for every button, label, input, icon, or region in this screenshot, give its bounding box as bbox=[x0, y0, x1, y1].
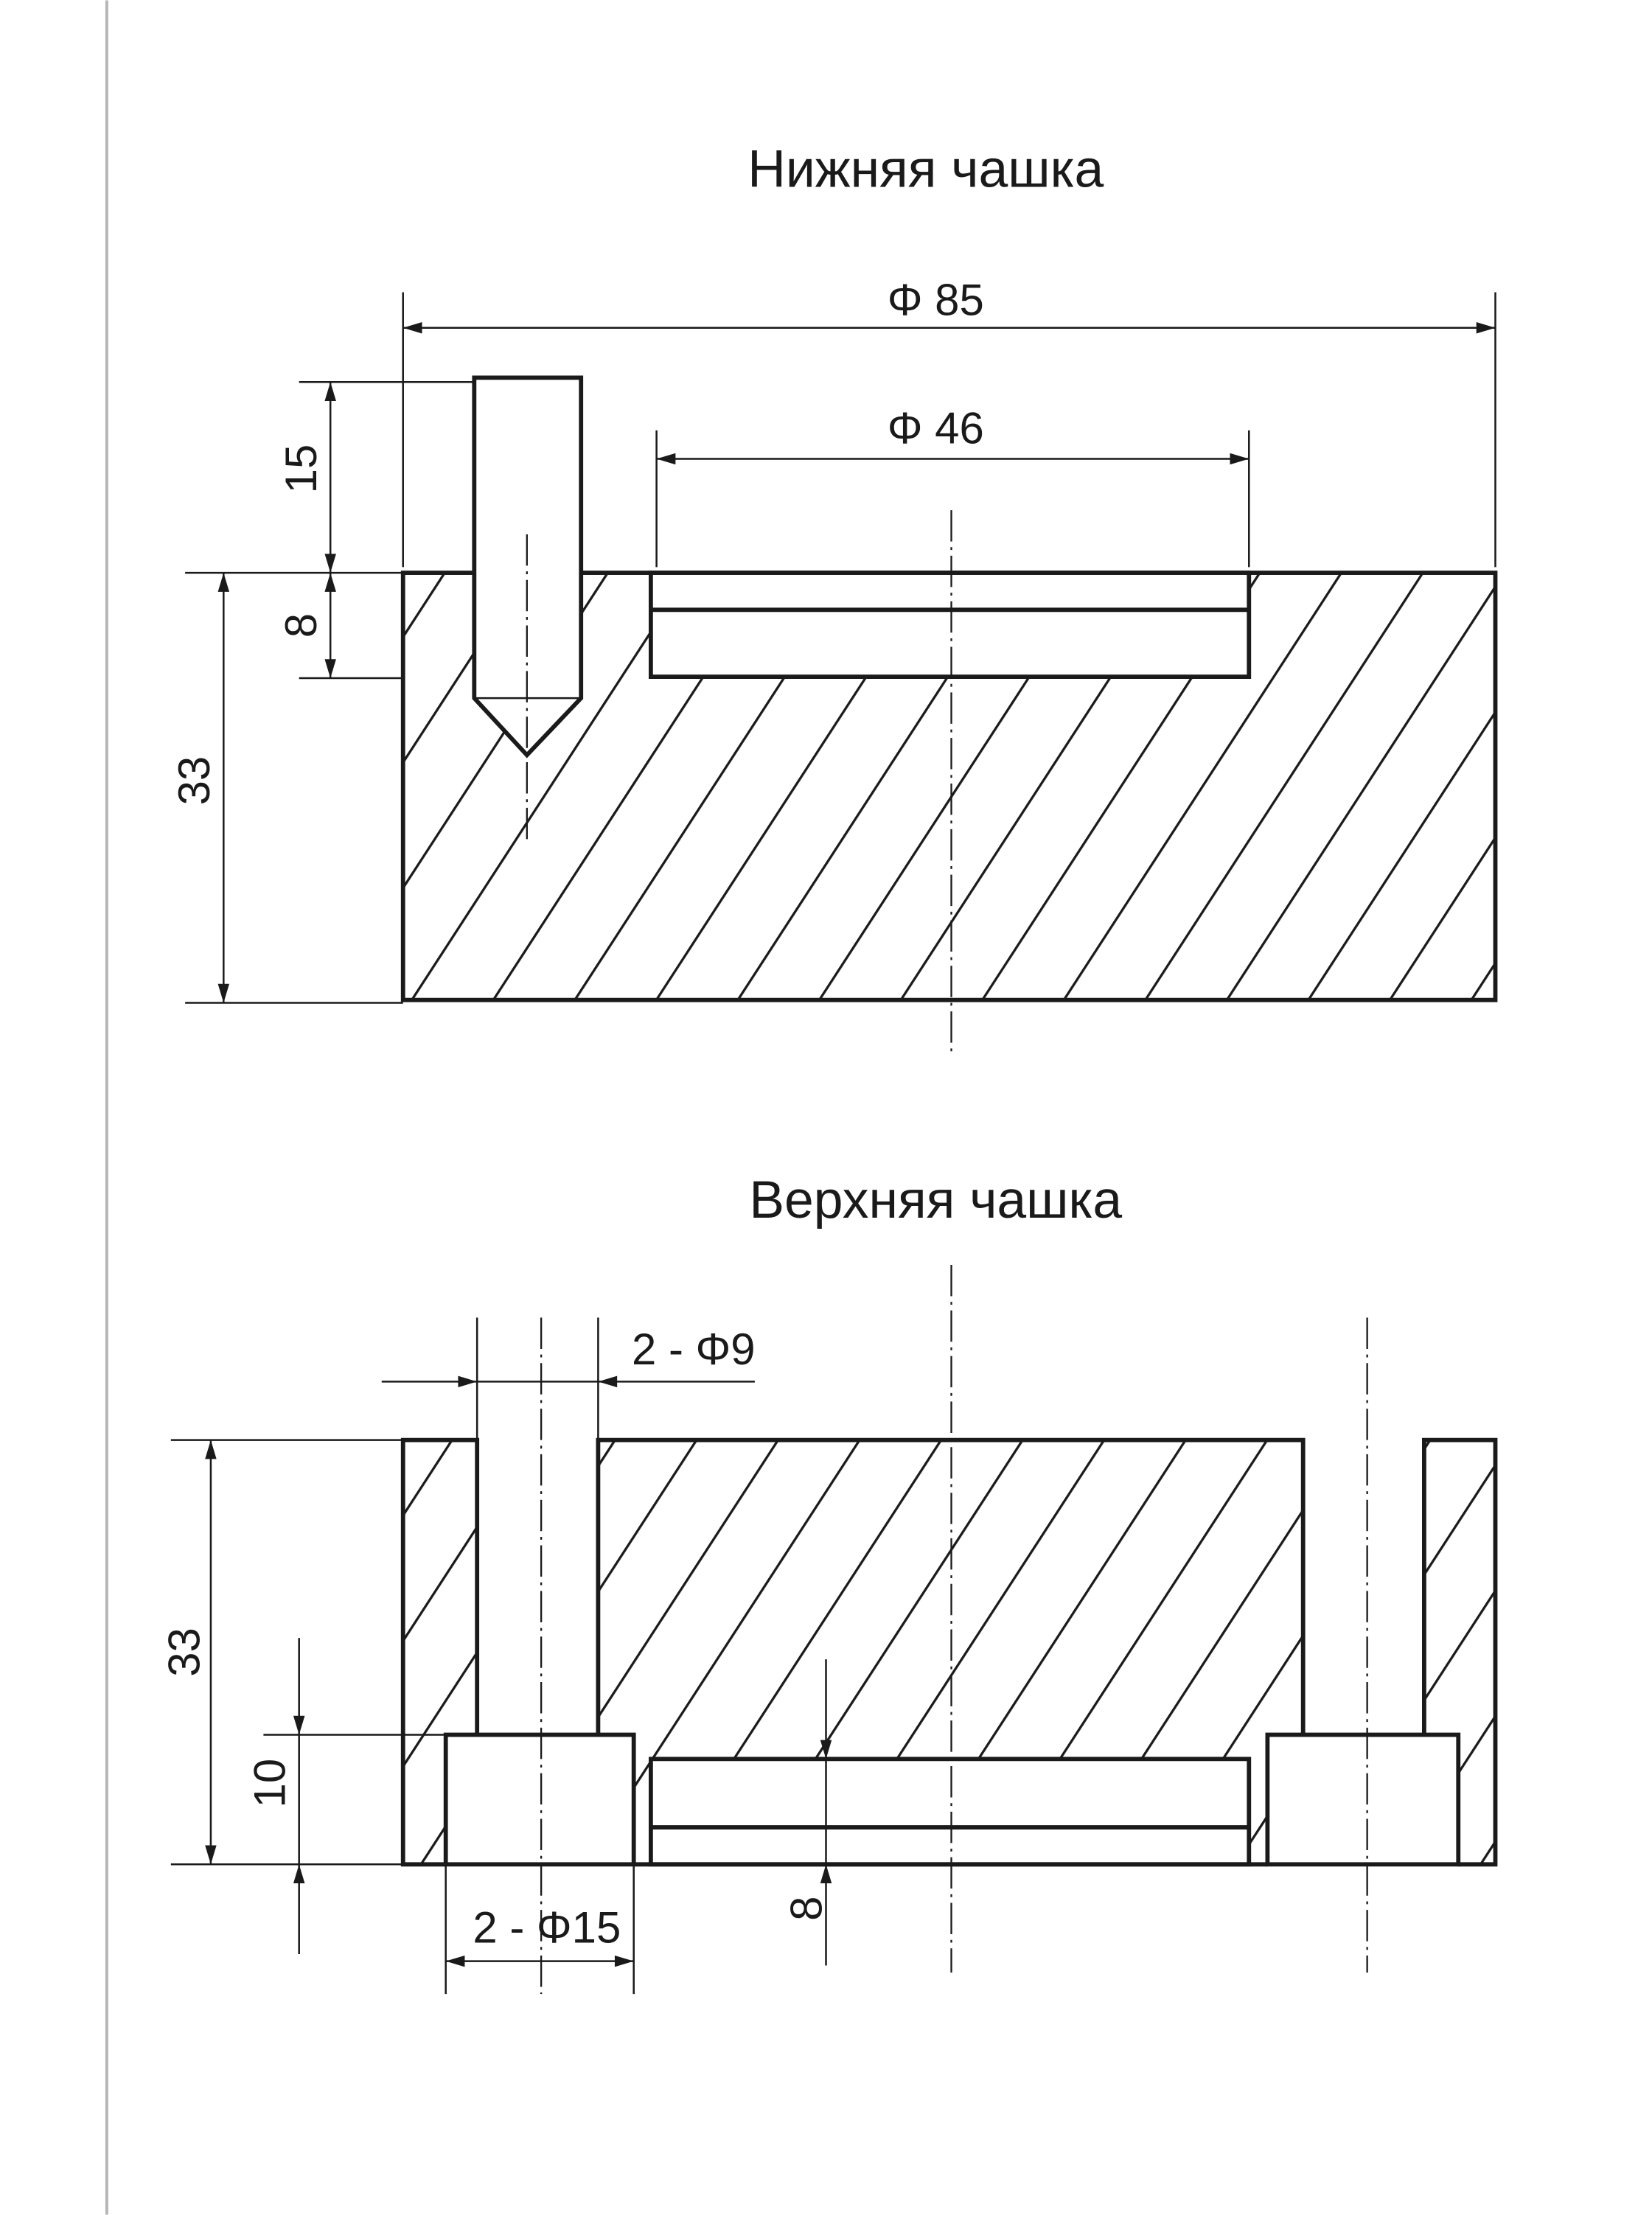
left-counterbore bbox=[443, 1732, 636, 1867]
lower-cup-section-hatch bbox=[402, 573, 1496, 1000]
upper-cup-view: Верхняя чашка 2 - Φ9 33 10 2 - Φ15 bbox=[159, 1171, 1498, 1995]
dim-recess-depth: 8 bbox=[276, 613, 326, 638]
right-counterbore bbox=[1265, 1732, 1461, 1867]
lower-cup-view: Нижняя чашка Φ 85 Φ 46 15 8 33 bbox=[170, 140, 1498, 1052]
dim-outer-diameter: Φ 85 bbox=[888, 275, 984, 324]
upper-cup-recess bbox=[648, 1757, 1252, 1867]
dim-counterbore-depth: 10 bbox=[245, 1759, 294, 1808]
lower-cup-recess bbox=[648, 571, 1252, 679]
dim-hole: 2 - Φ9 bbox=[632, 1325, 756, 1374]
dim-recess-diameter: Φ 46 bbox=[888, 403, 984, 453]
dim-height: 33 bbox=[170, 756, 219, 806]
dim-pin-height: 15 bbox=[276, 444, 326, 494]
lower-cup-title: Нижняя чашка bbox=[747, 140, 1104, 199]
upper-cup-title: Верхняя чашка bbox=[749, 1171, 1122, 1229]
dim-height: 33 bbox=[159, 1628, 209, 1677]
lower-cup-pin bbox=[472, 375, 584, 758]
dim-counterbore: 2 - Φ15 bbox=[473, 1903, 621, 1953]
dim-recess-depth: 8 bbox=[782, 1897, 832, 1921]
